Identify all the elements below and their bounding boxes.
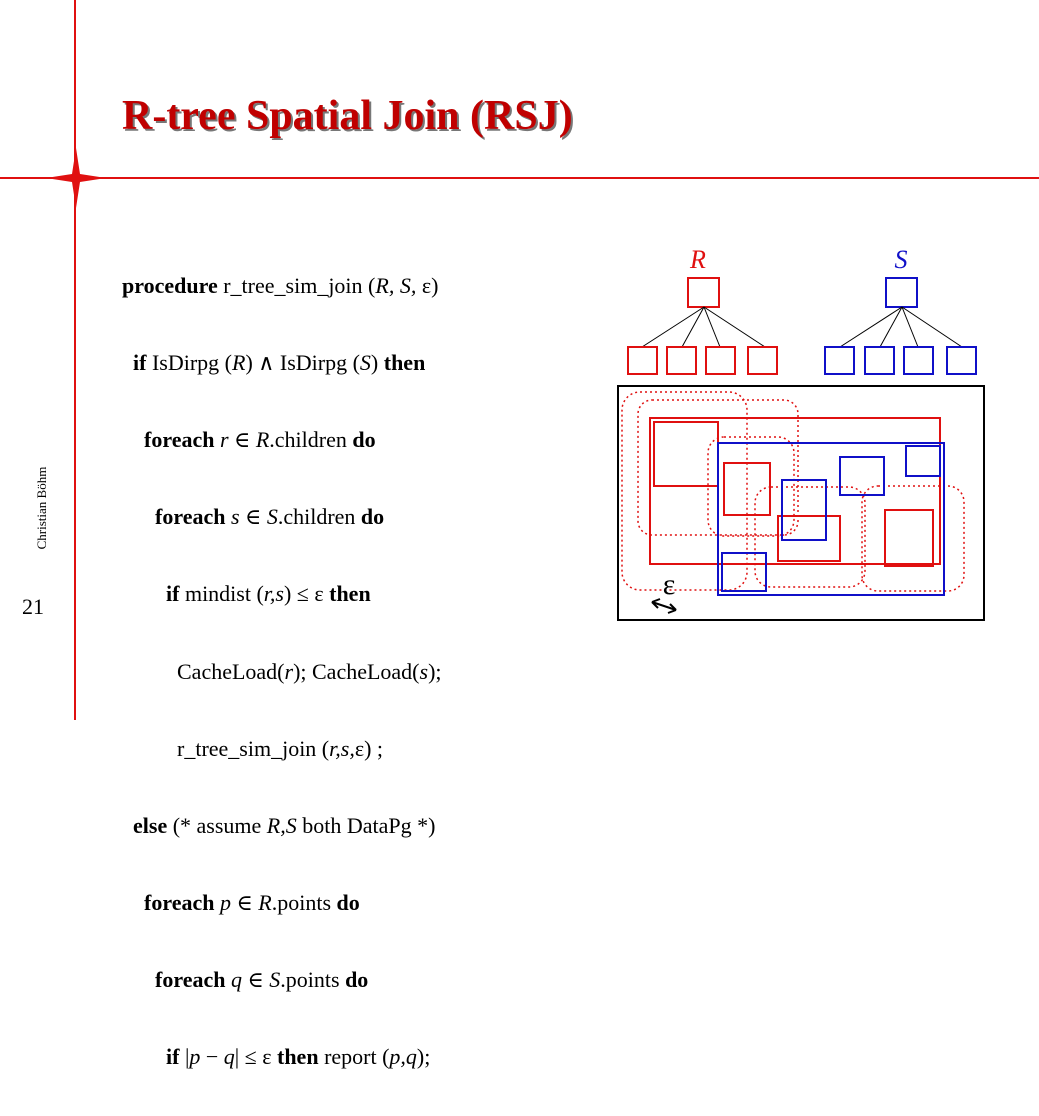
epsilon-regions (621, 391, 965, 592)
tree-r-edges (641, 306, 766, 348)
author-name: Christian Böhm (34, 466, 49, 550)
tree-r-label: R (689, 245, 706, 274)
epsilon-arrow-icon (651, 598, 677, 614)
pseudocode-block: procedure r_tree_sim_join (R, S, ε) if I… (122, 228, 442, 1116)
data-space-frame (617, 385, 985, 621)
code-line: foreach r ∈ R.children do (144, 426, 376, 452)
tree-s-root-node (885, 277, 918, 308)
code-line: procedure r_tree_sim_join (R, S, ε) (122, 272, 439, 298)
code-line: foreach s ∈ S.children do (155, 504, 385, 530)
tree-s-edges (839, 306, 963, 348)
star-ornament-icon (46, 148, 106, 208)
code-line: if |p − q| ≤ ε then report (p,q); (166, 1044, 431, 1070)
tree-s-label: S (895, 245, 908, 274)
code-line: CacheLoad(r); CacheLoad(s); (177, 658, 442, 684)
code-line: if IsDirpg (R) ∧ IsDirpg (S) then (133, 349, 426, 375)
code-line: foreach q ∈ S.points do (155, 967, 369, 993)
code-line: r_tree_sim_join (r,s,ε) ; (177, 735, 384, 761)
horizontal-accent-line (0, 177, 1039, 179)
vertical-accent-line (74, 0, 76, 720)
slide-title: R-tree Spatial Join (RSJ) (122, 93, 573, 139)
epsilon-label: ε (663, 568, 676, 601)
s-rectangles (717, 442, 945, 596)
page-number: 21 (22, 594, 44, 619)
code-line: if mindist (r,s) ≤ ε then (166, 581, 371, 607)
tree-r-root-node (687, 277, 720, 308)
r-rectangles (649, 417, 941, 567)
code-line: foreach p ∈ R.points do (144, 890, 360, 916)
code-line: else (* assume R,S both DataPg *) (133, 812, 436, 838)
rtree-join-diagram: R S (617, 245, 985, 621)
tree-r-child-nodes (627, 346, 778, 375)
tree-s-child-nodes (824, 346, 977, 375)
